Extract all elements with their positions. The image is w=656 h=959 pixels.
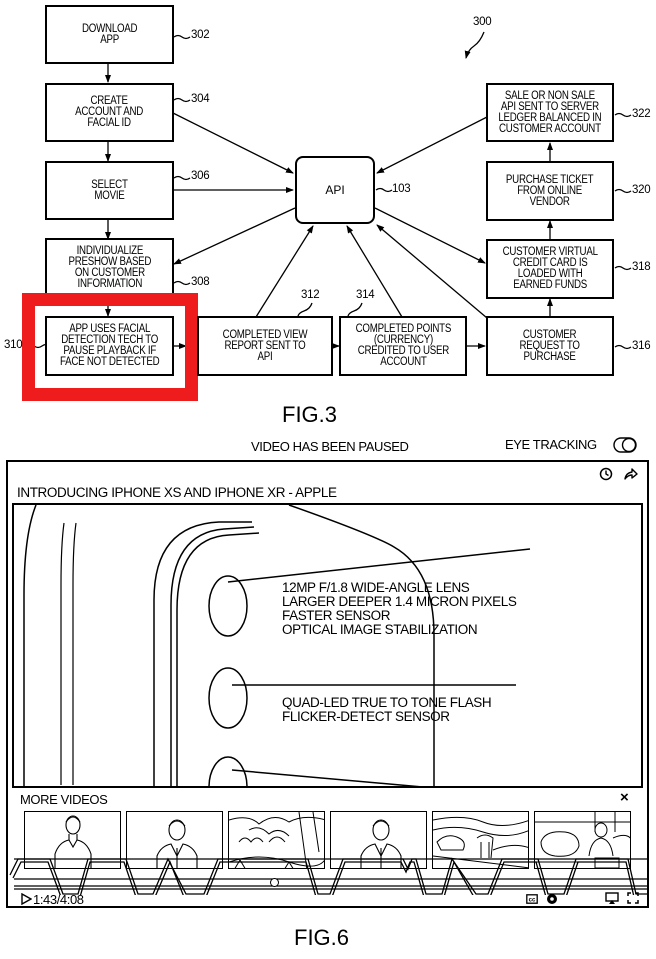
progress-scrubber[interactable] [270,878,279,887]
arrow-api-308 [173,207,296,265]
ref-310: 310 [4,339,23,351]
fullscreen-icon[interactable] [627,892,639,904]
arrow-316-api [376,224,488,319]
flow-box-314: COMPLETED POINTS(CURRENCY)CREDITED TO US… [339,316,467,376]
ref-306: 306 [191,170,210,182]
ref-103: 103 [392,183,411,195]
paused-status: VIDEO HAS BEEN PAUSED [251,439,409,454]
ref-316: 316 [632,340,651,352]
ref-320: 320 [632,184,651,196]
share-icon[interactable] [623,467,638,481]
arrow-312-api [255,225,314,318]
cast-icon[interactable] [605,892,619,905]
close-more-videos-button[interactable]: × [620,789,629,806]
arrow-api-318 [374,207,486,264]
time-display: 1:43/4:08 [33,892,84,907]
ref-304: 304 [191,93,210,105]
ref-314: 314 [356,289,375,301]
thumbnail-animals-image [433,816,528,868]
arrow-304-api [172,112,294,174]
ref-308: 308 [191,276,210,288]
closed-captions-icon[interactable]: cc [526,894,538,904]
flash-features: QUAD-LED TRUE TO TONE FLASH FLICKER-DETE… [282,695,492,724]
ref-318: 318 [632,261,651,273]
video-content[interactable] [12,503,643,788]
fig3-label: FIG.3 [282,402,338,427]
svg-text:cc: cc [529,898,536,904]
fig6-label: FIG.6 [294,925,350,950]
eye-tracking-label: EYE TRACKING [505,437,597,452]
ref-322: 322 [632,108,651,120]
eye-tracking-toggle[interactable] [613,437,637,453]
video-player [6,460,649,908]
ref-300: 300 [473,16,492,28]
play-icon[interactable] [20,893,32,905]
video-title: INTRODUCING IPHONE XS AND IPHONE XR - AP… [17,485,337,500]
ref-312: 312 [301,289,320,301]
camera-features: 12MP F/1.8 WIDE-ANGLE LENS LARGER DEEPER… [282,580,517,637]
thumbnail-woman-image [54,815,92,868]
api-node: API [295,156,375,224]
highlight-box [22,293,198,401]
arrow-314-api [346,225,403,318]
timeline-graph [9,857,648,895]
ref-302: 302 [191,29,210,41]
arrow-322-api [376,116,488,174]
thumbnail-man-image [156,819,198,868]
settings-icon[interactable] [546,893,558,905]
phone-camera-drawing [23,505,531,786]
clock-icon[interactable] [599,467,613,481]
more-videos-label: MORE VIDEOS [20,792,108,807]
